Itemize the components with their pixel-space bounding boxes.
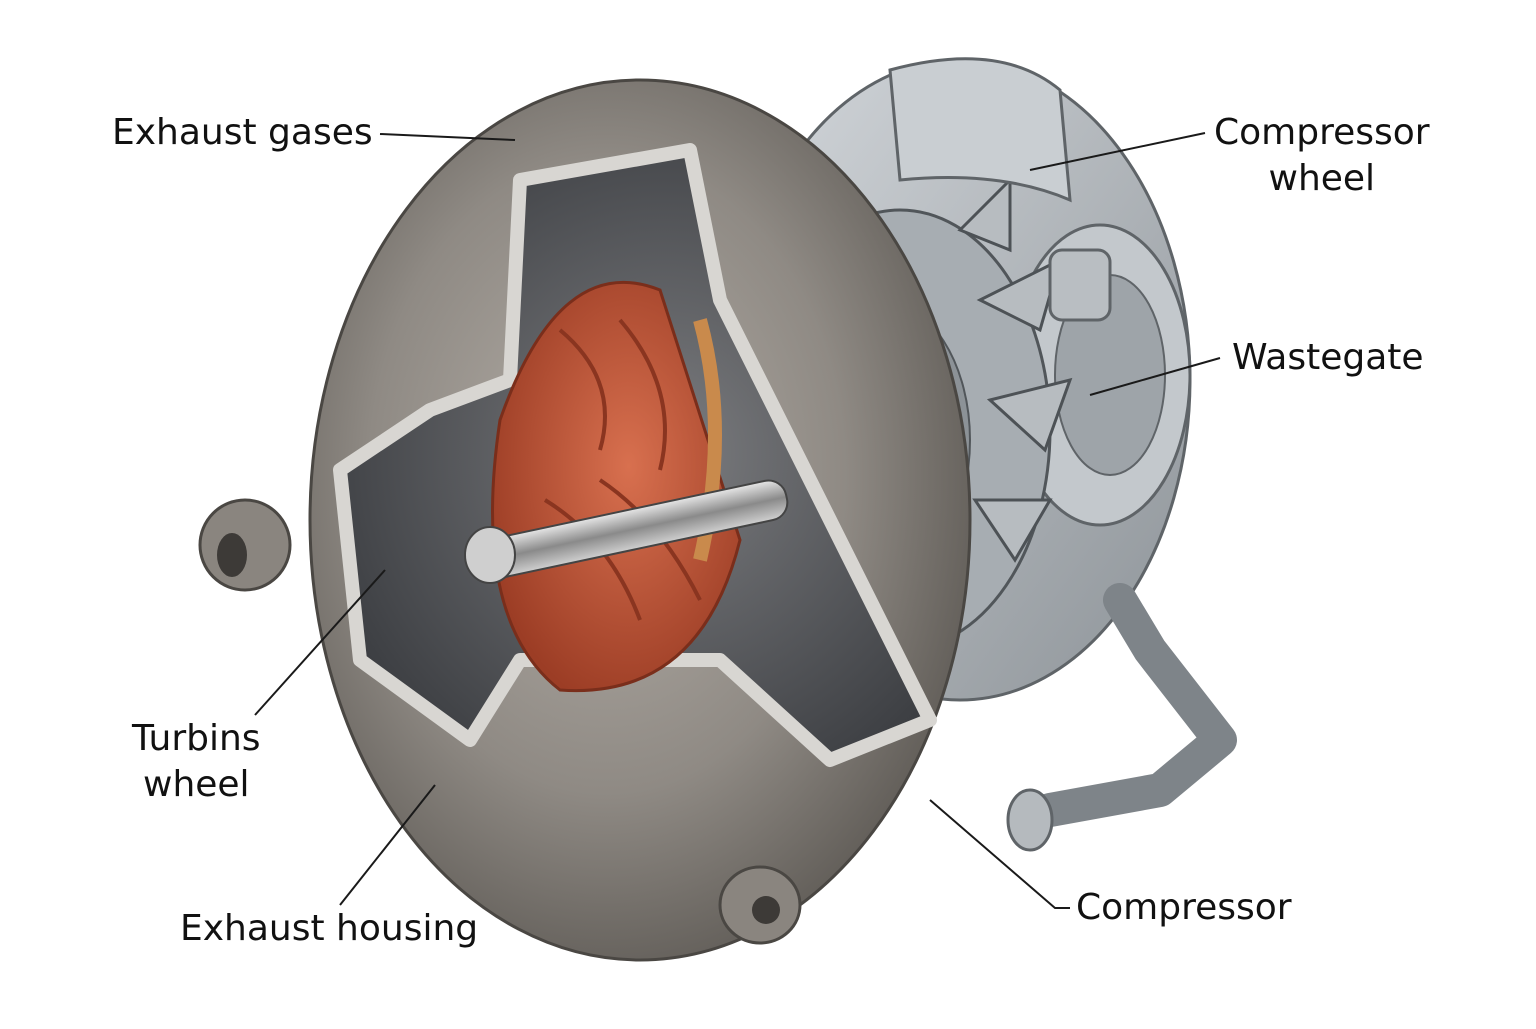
- leader-exhaust-gases: [379, 133, 516, 141]
- label-exhaust-gases: Exhaust gases: [112, 112, 373, 153]
- label-turbins-wheel-line1: Turbins: [132, 718, 261, 759]
- label-compressor-wheel-line1: Compressor: [1214, 112, 1430, 153]
- leader-turbins-wheel: [254, 569, 386, 716]
- label-exhaust-housing: Exhaust housing: [180, 908, 479, 949]
- leader-wastegate: [1089, 357, 1221, 396]
- label-turbins-wheel: Turbins wheel: [132, 716, 261, 808]
- label-compressor: Compressor: [1076, 887, 1292, 928]
- leader-compressor-wheel: [1029, 132, 1206, 171]
- compressor-inlet: [888, 57, 1072, 203]
- shaft-nut: [464, 526, 516, 584]
- wastegate-rod: [1033, 583, 1237, 827]
- label-compressor-wheel-line2: wheel: [1268, 158, 1376, 199]
- exhaust-outlet-hole: [752, 896, 780, 924]
- exhaust-inlet-hole: [217, 533, 247, 577]
- leader-exhaust-housing: [339, 784, 436, 906]
- turbine-wheel: [491, 280, 742, 693]
- exhaust-housing-assembly: [198, 78, 972, 962]
- leader-lines: [254, 132, 1221, 909]
- label-compressor-wheel: Compressor wheel: [1214, 110, 1430, 202]
- leader-compressor: [929, 799, 1070, 909]
- wastegate-actuator-arm: [1048, 248, 1112, 322]
- wastegate-rod-end: [1006, 788, 1054, 852]
- label-turbins-wheel-line2: wheel: [143, 764, 250, 805]
- label-wastegate: Wastegate: [1232, 337, 1424, 378]
